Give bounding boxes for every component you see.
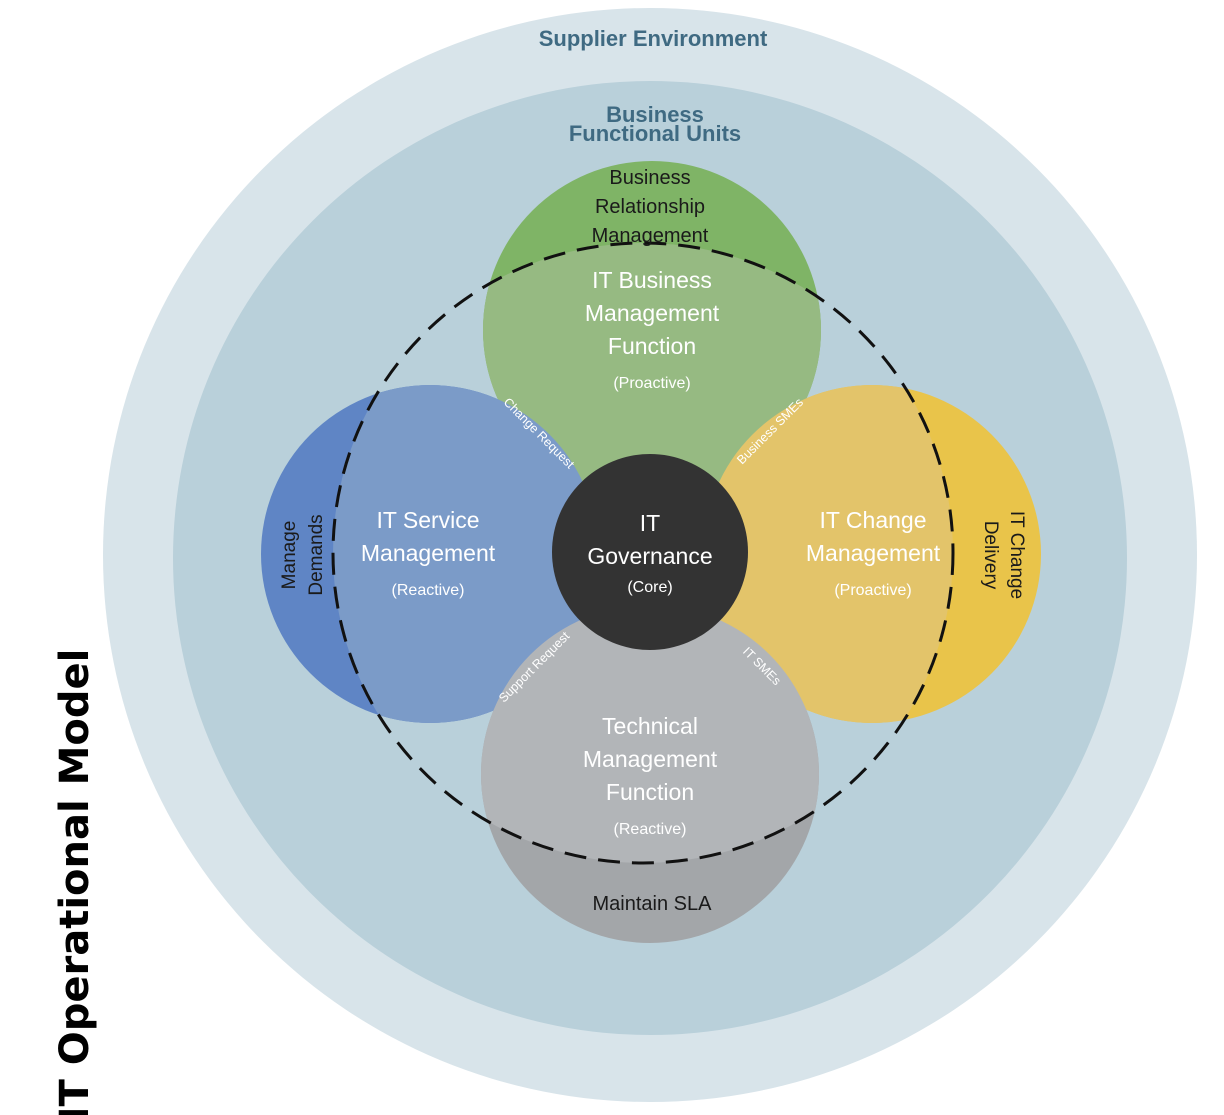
it-business-line-1: IT Business	[592, 267, 712, 293]
technical-mode: (Reactive)	[614, 821, 687, 838]
it-change-delivery-line-1: IT Change	[1006, 511, 1027, 599]
technical-line-1: Technical	[602, 713, 698, 739]
it-governance-core	[552, 454, 748, 650]
business-relationship-line-3: Management	[592, 225, 709, 247]
it-boundary-dashed	[331, 241, 955, 865]
supplier-environment-label: Supplier Environment	[539, 26, 768, 51]
maintain-sla-label: Maintain SLA	[593, 893, 713, 915]
it-business-line-2: Management	[585, 300, 720, 326]
business-units-label-2: Functional Units	[569, 121, 741, 146]
it-service-line-2: Management	[361, 540, 496, 566]
it-change-line-1: IT Change	[820, 507, 927, 533]
manage-demands-line-2: Demands	[306, 514, 327, 595]
governance-mode: (Core)	[627, 579, 672, 596]
technical-line-2: Management	[583, 746, 718, 772]
it-service-mode: (Reactive)	[392, 582, 465, 599]
business-relationship-line-1: Business	[609, 167, 690, 189]
it-change-delivery-line-2: Delivery	[980, 521, 1001, 590]
governance-line-2: Governance	[587, 543, 712, 569]
model-title: IT Operational Model	[52, 649, 98, 1115]
technical-line-3: Function	[606, 779, 694, 805]
change-management-inner	[703, 385, 953, 723]
it-change-line-2: Management	[806, 540, 941, 566]
it-service-line-1: IT Service	[376, 507, 479, 533]
it-change-mode: (Proactive)	[834, 582, 911, 599]
manage-demands-line-1: Manage	[279, 521, 300, 590]
business-units-label-1: Business	[606, 102, 704, 127]
it-business-mode: (Proactive)	[613, 375, 690, 392]
business-relationship-line-2: Relationship	[595, 196, 705, 218]
governance-line-1: IT	[640, 510, 660, 536]
it-business-line-3: Function	[608, 333, 696, 359]
